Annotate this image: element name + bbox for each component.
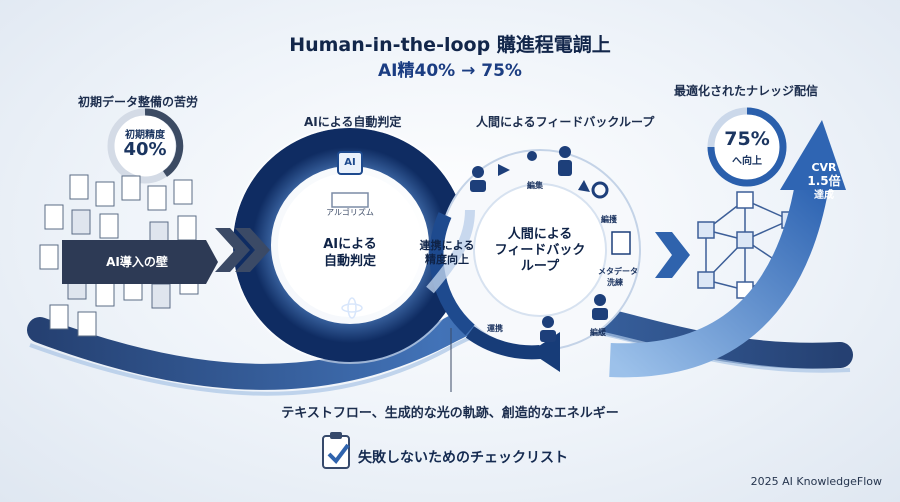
- human-heading: 人間によるフィードバックループ: [476, 115, 655, 129]
- human-center-line3: ループ: [520, 259, 560, 274]
- initial-gauge-label: 初期精度: [125, 130, 165, 141]
- step-label: 編緩: [590, 328, 606, 337]
- step-label: メタデータ: [598, 267, 638, 276]
- page-subtitle: AI精40% → 75%: [378, 61, 522, 81]
- footer-credit: 2025 AI KnowledgeFlow: [750, 475, 882, 488]
- output-arrow: [655, 232, 690, 278]
- ai-center-line1: AIによる: [323, 237, 377, 252]
- checklist-label: 失敗しないためのチェックリスト: [358, 450, 568, 466]
- improved-gauge-label: へ向上: [732, 156, 762, 167]
- right-heading: 最適化されたナレッジ配信: [674, 84, 819, 98]
- arrow-line1: CVR: [811, 161, 837, 174]
- initial-gauge-value: 40%: [123, 139, 167, 160]
- algorithm-icon: [331, 192, 369, 208]
- wall-label: AI導入の壁: [106, 255, 168, 269]
- step-label: 編擭: [601, 215, 617, 224]
- document-pile: [39, 174, 209, 337]
- checklist-icon: [322, 432, 350, 469]
- caption: テキストフロー、生成的な光の軌跡、創造的なエネルギー: [281, 406, 619, 421]
- growth-arrow: [609, 181, 829, 378]
- step-label: 編集: [527, 181, 543, 190]
- step-icons: [470, 146, 631, 342]
- step-label: 洗練: [607, 278, 623, 287]
- step-label: 運携: [487, 324, 503, 333]
- improved-gauge-value: 75%: [724, 128, 770, 150]
- ai-chip-label: AI: [344, 157, 356, 168]
- left-heading: 初期データ整備の苦労: [78, 95, 199, 109]
- algorithm-label: アルゴリズム: [326, 208, 374, 217]
- link-line1: 連携による: [419, 239, 475, 252]
- human-center-line2: フィードバック: [494, 243, 586, 258]
- atom-icon: [341, 297, 363, 319]
- link-line2: 精度向上: [425, 253, 469, 266]
- ai-chip-icon: [337, 151, 363, 175]
- page-title: Human-in-the-loop 購進程電調上: [289, 34, 611, 56]
- arrow-line2: 1.5倍: [807, 174, 841, 188]
- wall-banner: [62, 240, 218, 284]
- ai-heading: AIによる自動判定: [304, 115, 402, 129]
- arrow-line3: 達成: [814, 190, 834, 201]
- chevron-arrows: [215, 228, 270, 272]
- human-center-line1: 人間による: [507, 227, 573, 242]
- ai-center-line2: 自動判定: [323, 254, 376, 269]
